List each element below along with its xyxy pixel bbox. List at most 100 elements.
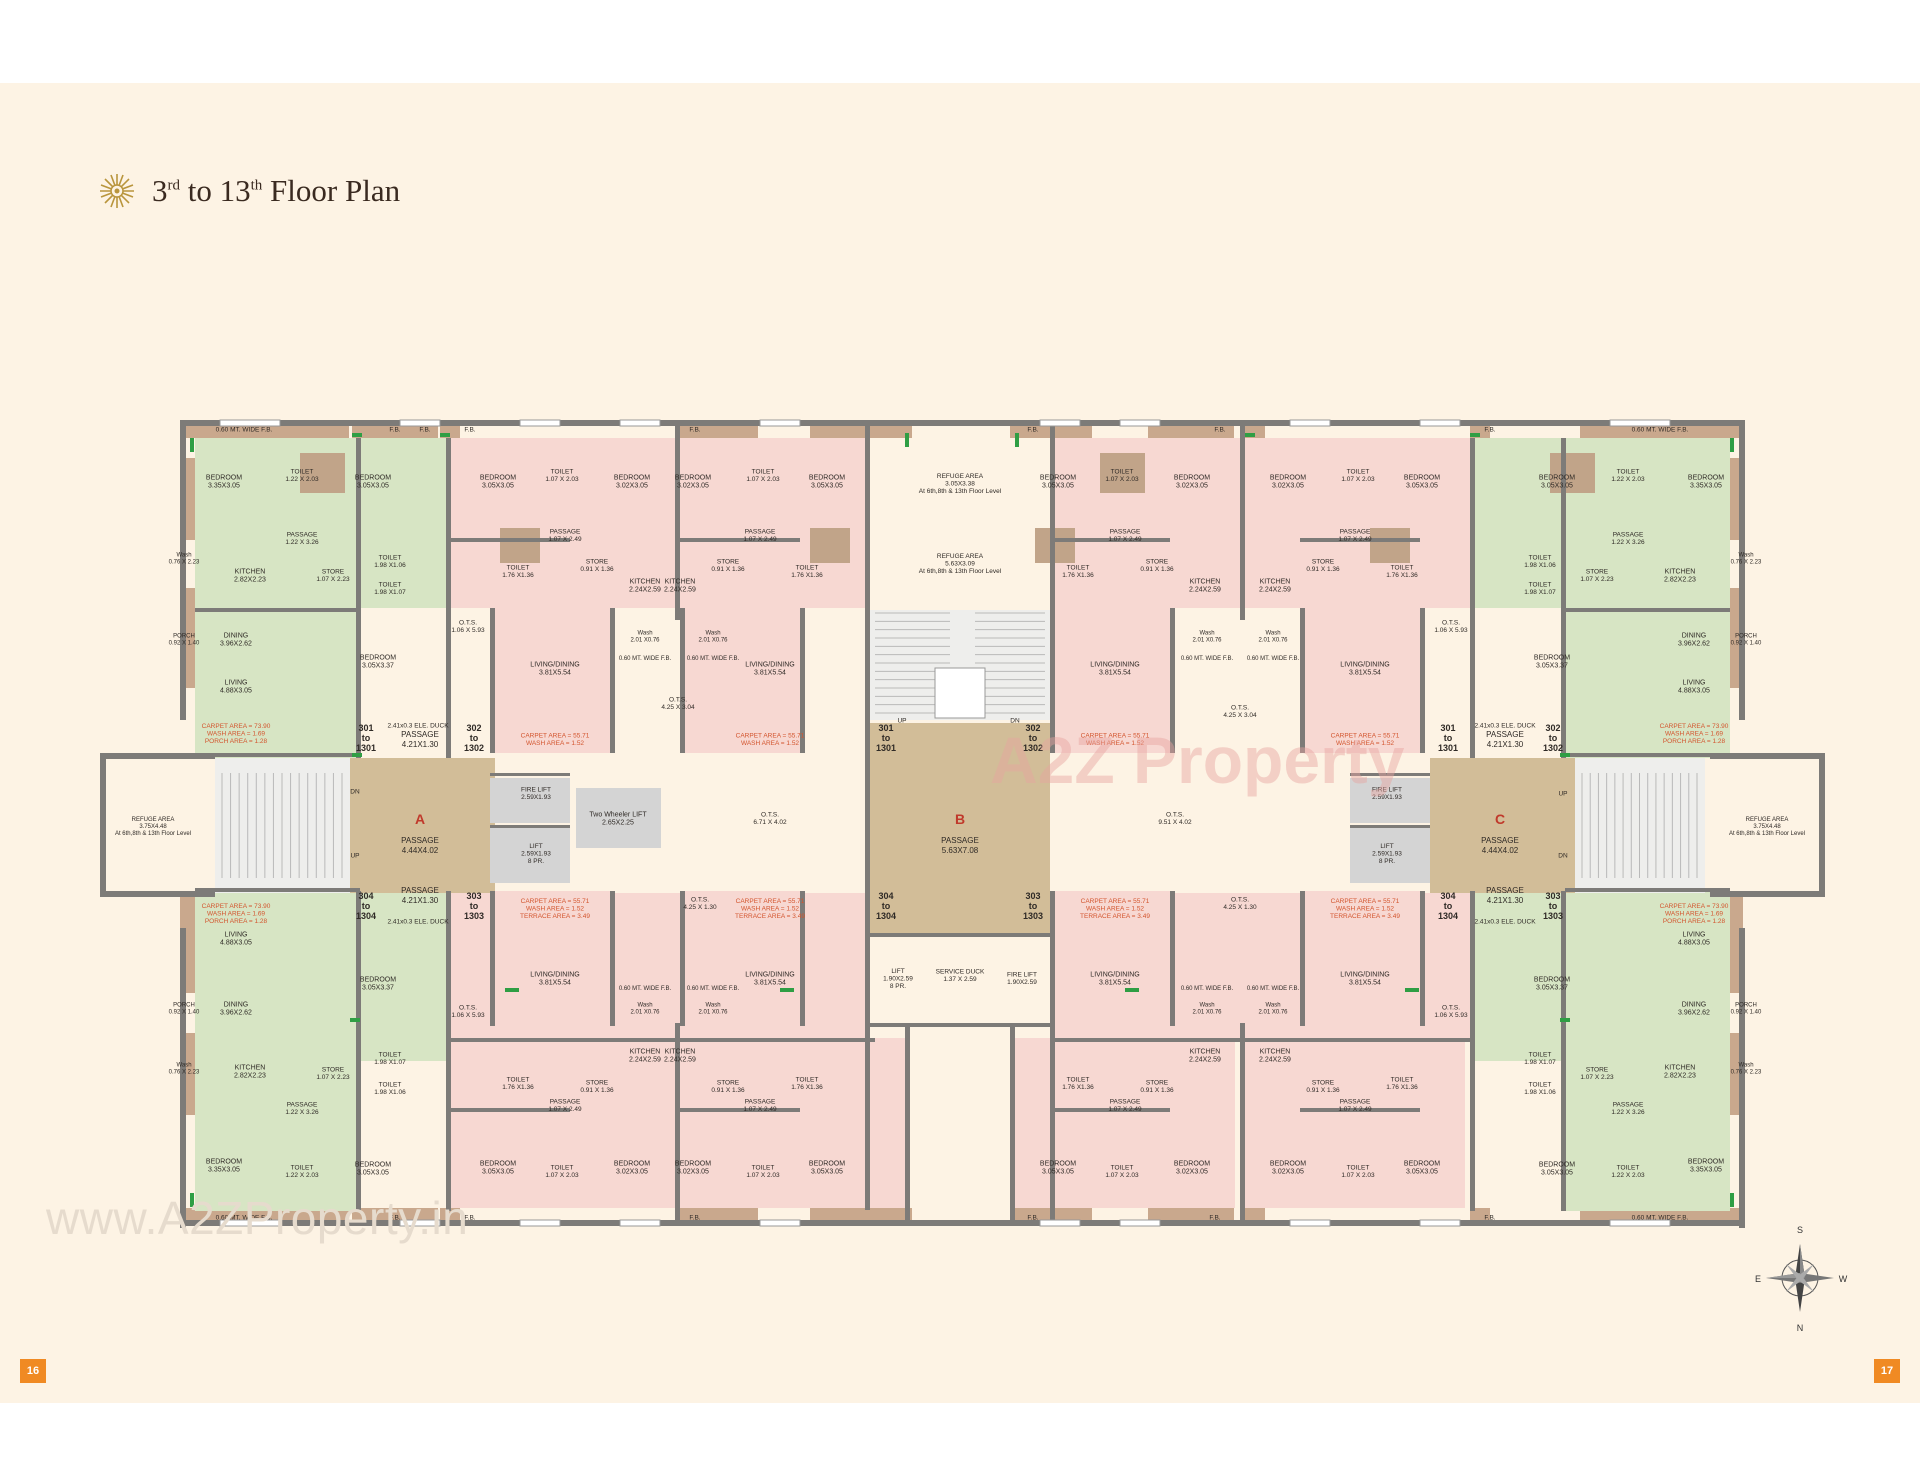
room-label-line: 3.81X5.54 — [754, 979, 786, 986]
room-label: 0.60 MT. WIDE F.B. — [619, 656, 672, 662]
door-marker — [440, 433, 450, 437]
fb-label: F.B. — [1214, 426, 1225, 433]
window — [1039, 419, 1081, 427]
room-label-line: 1.06 X 5.93 — [1434, 1012, 1468, 1019]
room-label-line: LIVING/DINING — [1090, 971, 1139, 978]
window — [519, 1219, 561, 1227]
door-marker — [1405, 988, 1419, 992]
unit-number-tag-line: 304 — [1440, 891, 1455, 901]
room-label-line: 3.05X3.05 — [811, 482, 843, 489]
core-a-label-line: A — [415, 811, 425, 827]
room-label-line: BEDROOM — [355, 474, 391, 481]
wall — [490, 891, 495, 1026]
room-label-line: 0.60 MT. WIDE F.B. — [619, 986, 672, 992]
room-label-line: PASSAGE — [1481, 836, 1519, 845]
fb-label-line: F.B. — [1484, 426, 1495, 433]
unit-number-tag-line: 1303 — [1543, 911, 1563, 921]
room-label-line: O.T.S. — [669, 697, 687, 704]
fb-label-line: F.B. — [464, 426, 475, 433]
wall — [1420, 891, 1425, 1026]
door-marker — [505, 988, 519, 992]
room-label-line: PORCH AREA = 1.28 — [205, 918, 268, 925]
room-label-line: 4.88X3.05 — [220, 939, 252, 946]
wall — [1050, 1038, 1470, 1042]
toilet-tile — [1100, 453, 1145, 493]
room-label-line: TOILET — [1111, 1165, 1134, 1172]
room-label-line: 1.07 X 2.03 — [545, 1172, 579, 1179]
wall — [195, 753, 360, 757]
fb-label-line: F.B. — [1027, 426, 1038, 433]
room-label: 0.60 MT. WIDE F.B. — [1181, 986, 1234, 992]
room-label-line: BEDROOM — [1174, 1160, 1210, 1167]
room-label-line: O.T.S. — [691, 897, 709, 904]
room-label-line: 2.82X2.23 — [1664, 576, 1696, 583]
fb-label: F.B. — [419, 426, 430, 433]
wall — [1565, 753, 1730, 757]
room-label-line: TERRACE AREA = 3.49 — [735, 913, 805, 920]
room-label-line: 0.92 X 1.40 — [1731, 641, 1762, 647]
room-label-line: STORE — [1312, 1080, 1335, 1087]
room-label: O.T.S.4.25 X 1.30 — [683, 897, 717, 911]
room-label-line: 1.76 X1.36 — [1386, 572, 1418, 579]
room-label: O.T.S.4.25 X 3.04 — [661, 697, 695, 711]
wall — [1240, 420, 1245, 620]
room-label-line: 2.01 X0.76 — [630, 638, 660, 644]
room-label-line: BEDROOM — [1270, 1160, 1306, 1167]
fb-label: F.B. — [1209, 1214, 1220, 1221]
room-label-line: 3.02X3.05 — [616, 482, 648, 489]
room-label-line: BEDROOM — [1270, 474, 1306, 481]
unit-number-tag-line: 303 — [1545, 891, 1560, 901]
wall — [490, 825, 570, 828]
room-label-line: 3.35X3.05 — [208, 482, 240, 489]
room-label-line: 2.24X2.59 — [664, 1056, 696, 1063]
room-label-line: Wash — [176, 553, 191, 559]
unit-number-tag-line: 301 — [878, 723, 893, 733]
room-label-line: KITCHEN — [665, 1048, 696, 1055]
door-marker — [1245, 433, 1255, 437]
wall — [610, 608, 615, 753]
room-label-line: PASSAGE — [941, 836, 979, 845]
room-label-line: DINING — [1682, 632, 1707, 639]
room-label-line: 2.41x0.3 ELE. DUCK — [1474, 918, 1536, 925]
unit-number-tag-line: 303 — [1025, 891, 1040, 901]
unit-number-tag-line: 301 — [358, 723, 373, 733]
room-label-line: 1.07 X 2.23 — [1580, 576, 1614, 583]
compass-rose-icon: S N E W — [1755, 1225, 1848, 1333]
room-label-line: CARPET AREA = 73.90 — [1660, 903, 1729, 910]
room-label-line: PASSAGE — [745, 1099, 776, 1106]
room-label-line: CARPET AREA = 55.71 — [1331, 733, 1400, 740]
room-label-line: 1.07 X 2.49 — [743, 536, 777, 543]
room-label-line: 4.88X3.05 — [1678, 687, 1710, 694]
wall — [180, 1220, 1745, 1226]
room-label-line: 1.98 X1.06 — [1524, 1089, 1556, 1096]
room-label-line: BEDROOM — [360, 976, 396, 983]
lift-shaft — [576, 788, 661, 848]
core-c-label-line: C — [1495, 811, 1505, 827]
room-label-line: 1.07 X 2.03 — [746, 1172, 780, 1179]
room-label-line: BEDROOM — [1404, 474, 1440, 481]
door-marker — [905, 433, 909, 447]
